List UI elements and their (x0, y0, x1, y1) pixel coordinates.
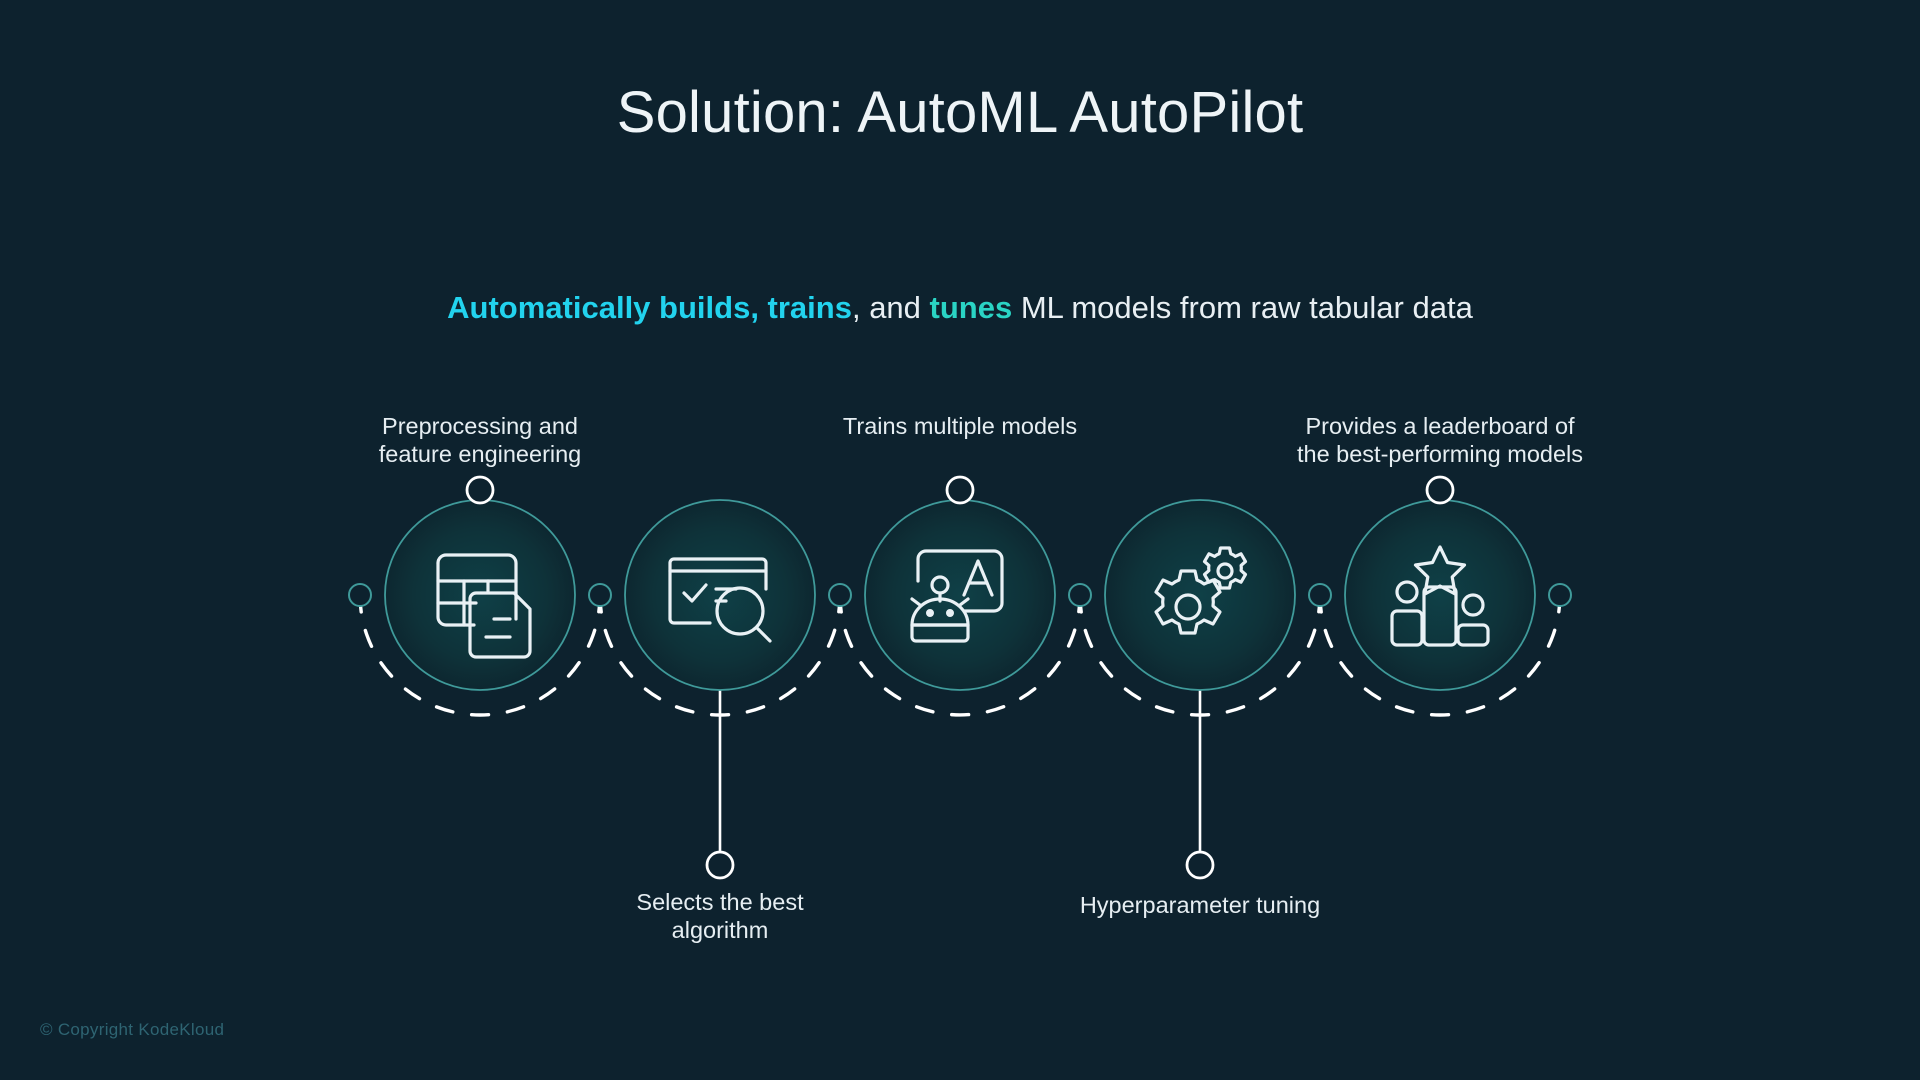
process-diagram (348, 475, 1572, 880)
subtitle: Automatically builds, trains, and tunes … (0, 288, 1920, 328)
subtitle-highlight-2: tunes (929, 290, 1013, 325)
junction-dot-1 (588, 583, 612, 607)
node-circle-2 (624, 499, 816, 691)
junction-dot-4 (1308, 583, 1332, 607)
node-label-4: Hyperparameter tuning (1079, 892, 1321, 918)
table-document-icon (436, 553, 532, 659)
node-circle-3 (864, 499, 1056, 691)
dashed-arc-3 (838, 593, 1082, 717)
subtitle-plain-1: , and (851, 290, 930, 325)
subtitle-highlight-1: Automatically builds, trains (447, 290, 852, 325)
junction-dot-5 (1548, 583, 1572, 607)
junction-dot-0 (348, 583, 372, 607)
knob-1 (465, 475, 495, 505)
page-title: Solution: AutoML AutoPilot (616, 80, 1304, 145)
node-label-3: Trains multiple models (842, 413, 1078, 439)
knob-3 (945, 475, 975, 505)
window-search-icon (668, 557, 772, 643)
knob-4 (1185, 850, 1215, 880)
copyright-footer: © Copyright KodeKloud (40, 1020, 225, 1039)
junction-dots (348, 583, 1572, 607)
node-label-1: Preprocessing and feature engineering (378, 413, 582, 468)
dashed-arc-5 (1318, 593, 1562, 717)
podium-star-icon (1390, 545, 1490, 647)
subtitle-plain-2: ML models from raw tabular data (1012, 290, 1473, 325)
robot-board-icon (910, 549, 1004, 643)
node-circle-5 (1344, 499, 1536, 691)
node-circle-1 (384, 499, 576, 691)
node-circle-4 (1104, 499, 1296, 691)
junction-dot-2 (828, 583, 852, 607)
knob-2 (705, 850, 735, 880)
knob-5 (1425, 475, 1455, 505)
connector-knobs (465, 475, 1455, 880)
junction-dot-3 (1068, 583, 1092, 607)
node-circles (384, 499, 1536, 691)
gears-icon (1154, 546, 1248, 635)
dashed-arc-1 (358, 593, 602, 717)
node-label-2: Selects the best algorithm (636, 889, 804, 944)
node-label-5: Provides a leaderboard of the best-perfo… (1296, 413, 1584, 468)
